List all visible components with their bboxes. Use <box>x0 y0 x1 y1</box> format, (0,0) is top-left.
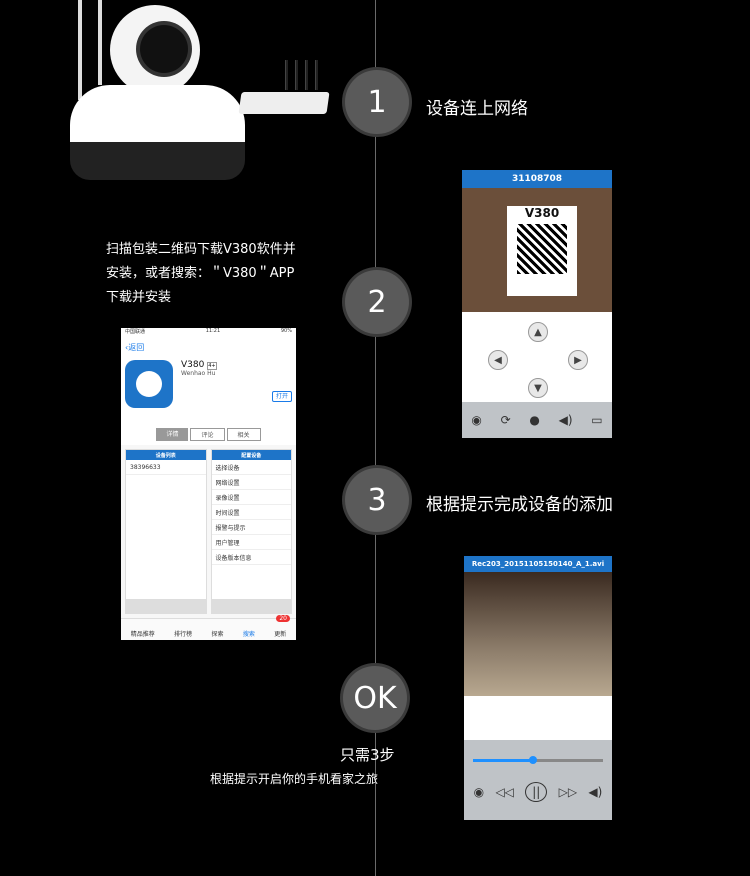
tab-reviews[interactable]: 评论 <box>190 428 225 441</box>
device-row: 38396633 <box>126 460 206 475</box>
step-1-circle: 1 <box>345 70 409 134</box>
device-id: 38396633 <box>130 463 161 471</box>
back-label: 返回 <box>128 342 145 352</box>
playback-control-bar: ◉ ◁◁ || ▷▷ ◀) <box>464 740 612 820</box>
screen-icon[interactable]: ▭ <box>591 413 603 427</box>
arrow-up-icon[interactable]: ▲ <box>528 322 548 342</box>
appstore-screen: 中国联通 11:21 90% ‹返回 V380 4+ Wenhao Hu 打开 … <box>121 328 296 640</box>
tabbar-search[interactable]: 搜索 <box>242 630 255 638</box>
step-1-number: 1 <box>367 84 387 120</box>
tabbar-charts[interactable]: 排行榜 <box>174 630 193 638</box>
preview-right-bottom-bar <box>211 599 291 613</box>
tabbar-featured[interactable]: 精品推荐 <box>130 630 155 638</box>
pause-icon[interactable]: || <box>525 781 548 802</box>
step-ok-circle: OK <box>343 666 407 730</box>
router-illustration <box>238 60 330 120</box>
config-version: 设备版本信息 <box>211 550 291 565</box>
microphone-icon[interactable]: ● <box>529 413 540 427</box>
desc-line-1: 扫描包装二维码下载V380软件并 <box>106 242 296 257</box>
appstore-tabbar: 精品推荐 排行榜 探索 搜索 更新 <box>121 618 296 640</box>
battery: 90% <box>280 328 292 334</box>
step-2-circle: 2 <box>345 270 409 334</box>
app-icon <box>125 360 173 408</box>
live-view-screen: 31108708 V380 ▲ ◀ ▶ ▼ ◉ ⟳ ● ◀) ▭ <box>462 170 612 438</box>
desc-line-2: 安装，或者搜索：＂V380＂APP <box>106 266 295 281</box>
speaker-icon[interactable]: ◀) <box>558 413 573 427</box>
preview-device-list: 设备列表 38396633 <box>125 449 207 614</box>
chevron-left-icon: ‹ <box>125 342 129 352</box>
camera-snapshot-icon[interactable]: ◉ <box>471 413 482 427</box>
step-ok-label: OK <box>353 680 397 716</box>
step-2-description: 扫描包装二维码下载V380软件并 安装，或者搜索：＂V380＂APP 下载并安装 <box>106 238 336 310</box>
config-time: 时间设置 <box>211 505 291 520</box>
app-name: V380 <box>181 360 205 370</box>
qr-code <box>517 224 567 274</box>
config-record: 录像设置 <box>211 490 291 505</box>
arrow-left-icon[interactable]: ◀ <box>488 350 508 370</box>
live-control-bar: ◉ ⟳ ● ◀) ▭ <box>462 402 612 438</box>
preview-left-header: 设备列表 <box>126 450 206 460</box>
arrow-right-icon[interactable]: ▶ <box>568 350 588 370</box>
ok-subtitle: 根据提示开启你的手机看家之旅 <box>210 772 379 786</box>
live-video: V380 <box>462 188 612 312</box>
live-title: 31108708 <box>511 174 563 184</box>
back-link[interactable]: ‹返回 <box>121 338 296 356</box>
progress-track[interactable] <box>473 755 603 764</box>
camera-base <box>70 85 245 180</box>
tabbar-updates[interactable]: 更新 <box>274 630 287 638</box>
preview-config: 配置设备 选择设备 网络设置 录像设置 时间设置 报警与提示 用户管理 设备版本… <box>210 449 292 614</box>
share-icon[interactable]: ⟳ <box>500 413 511 427</box>
camera-lens <box>140 25 188 73</box>
tab-details[interactable]: 详情 <box>156 428 189 441</box>
developer: Wenhao Hu <box>181 370 216 377</box>
carrier: 中国联通 <box>125 329 146 335</box>
status-bar: 中国联通 11:21 90% <box>121 328 296 338</box>
volume-icon[interactable]: ◀) <box>588 784 603 799</box>
age-badge: 4+ <box>207 362 217 370</box>
antenna-left <box>78 0 82 100</box>
ok-title: 只需3步 <box>340 746 395 764</box>
updates-badge: 20 <box>276 615 290 622</box>
config-select: 选择设备 <box>211 460 291 475</box>
open-button[interactable]: 打开 <box>271 391 292 402</box>
playback-title: Rec203_20151105150140_A_1.avi <box>471 560 605 568</box>
config-alarm: 报警与提示 <box>211 520 291 535</box>
desc-line-3: 下载并安装 <box>106 290 172 305</box>
step-1-text: 设备连上网络 <box>426 99 528 119</box>
antenna-right <box>98 0 102 85</box>
camera-head <box>110 5 200 95</box>
progress-handle[interactable] <box>528 755 537 764</box>
preview-left-bottom-bar <box>126 599 206 613</box>
arrow-down-icon[interactable]: ▼ <box>528 378 548 398</box>
timeline-line <box>375 0 376 876</box>
step-3-text: 根据提示完成设备的添加 <box>426 495 613 515</box>
live-title-bar: 31108708 <box>462 170 612 188</box>
config-users: 用户管理 <box>211 535 291 550</box>
app-header: V380 4+ Wenhao Hu 打开 <box>121 356 296 424</box>
screenshot-previews: 设备列表 38396633 配置设备 选择设备 网络设置 录像设置 时间设置 报… <box>121 445 296 618</box>
qr-label: V380 <box>524 206 560 220</box>
tabbar-explore[interactable]: 探索 <box>211 630 224 638</box>
ptz-pad: ▲ ◀ ▶ ▼ <box>462 312 612 402</box>
snapshot-icon[interactable]: ◉ <box>473 784 485 799</box>
preview-right-header: 配置设备 <box>211 450 291 460</box>
playback-blank <box>464 696 612 740</box>
rewind-icon[interactable]: ◁◁ <box>495 784 514 799</box>
playback-title-bar: Rec203_20151105150140_A_1.avi <box>464 556 612 572</box>
tab-group: 详情 评论 相关 <box>121 424 296 445</box>
status-time: 11:21 <box>205 328 221 334</box>
step-3-number: 3 <box>367 482 387 518</box>
config-network: 网络设置 <box>211 475 291 490</box>
camera-illustration <box>70 0 250 180</box>
step-3-circle: 3 <box>345 468 409 532</box>
fast-forward-icon[interactable]: ▷▷ <box>558 784 578 799</box>
playback-video <box>464 572 612 696</box>
step-2-number: 2 <box>367 284 387 320</box>
playback-screen: Rec203_20151105150140_A_1.avi ◉ ◁◁ || ▷▷… <box>464 556 612 820</box>
tab-related[interactable]: 相关 <box>226 428 261 441</box>
router-body <box>238 92 330 114</box>
qr-card: V380 <box>507 206 577 296</box>
